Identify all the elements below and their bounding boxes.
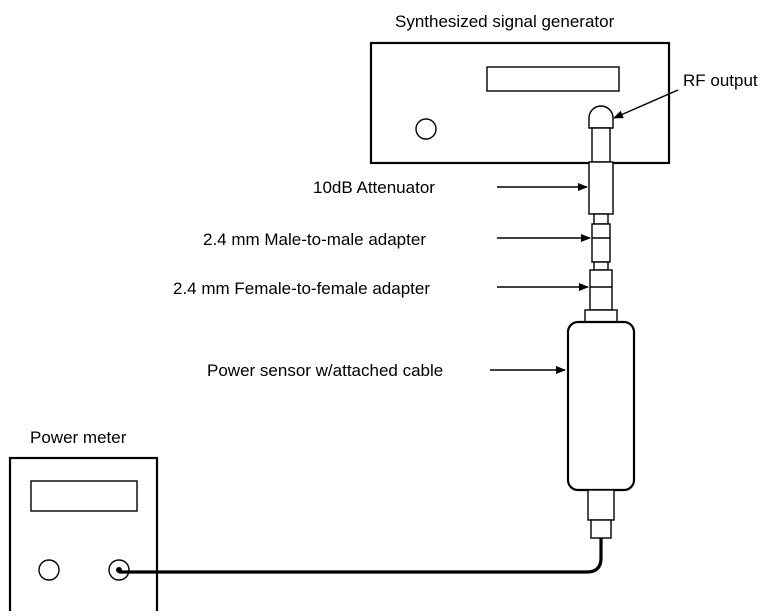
female-to-female-adapter	[589, 261, 613, 311]
attenuator-label: 10dB Attenuator	[313, 178, 435, 197]
sensor-cable	[119, 538, 603, 574]
rf-output-label: RF output	[683, 71, 758, 90]
signal-generator-knob	[415, 118, 437, 140]
rf-output-arrow	[613, 89, 679, 119]
power-meter-label: Power meter	[30, 428, 127, 447]
signal-generator-display	[486, 66, 620, 92]
female-adapter-label: 2.4 mm Female-to-female adapter	[173, 279, 430, 298]
power-meter-knob	[38, 559, 60, 581]
attenuator	[588, 127, 614, 215]
male-to-male-adapter	[591, 213, 611, 263]
power-sensor	[566, 309, 636, 539]
signal-generator-label: Synthesized signal generator	[395, 12, 615, 31]
signal-generator	[369, 41, 671, 165]
rf-output-connector	[588, 105, 614, 129]
power-sensor-label: Power sensor w/attached cable	[207, 361, 443, 380]
male-adapter-label: 2.4 mm Male-to-male adapter	[203, 230, 426, 249]
power-meter-display	[30, 480, 138, 512]
power-meter	[8, 456, 159, 616]
